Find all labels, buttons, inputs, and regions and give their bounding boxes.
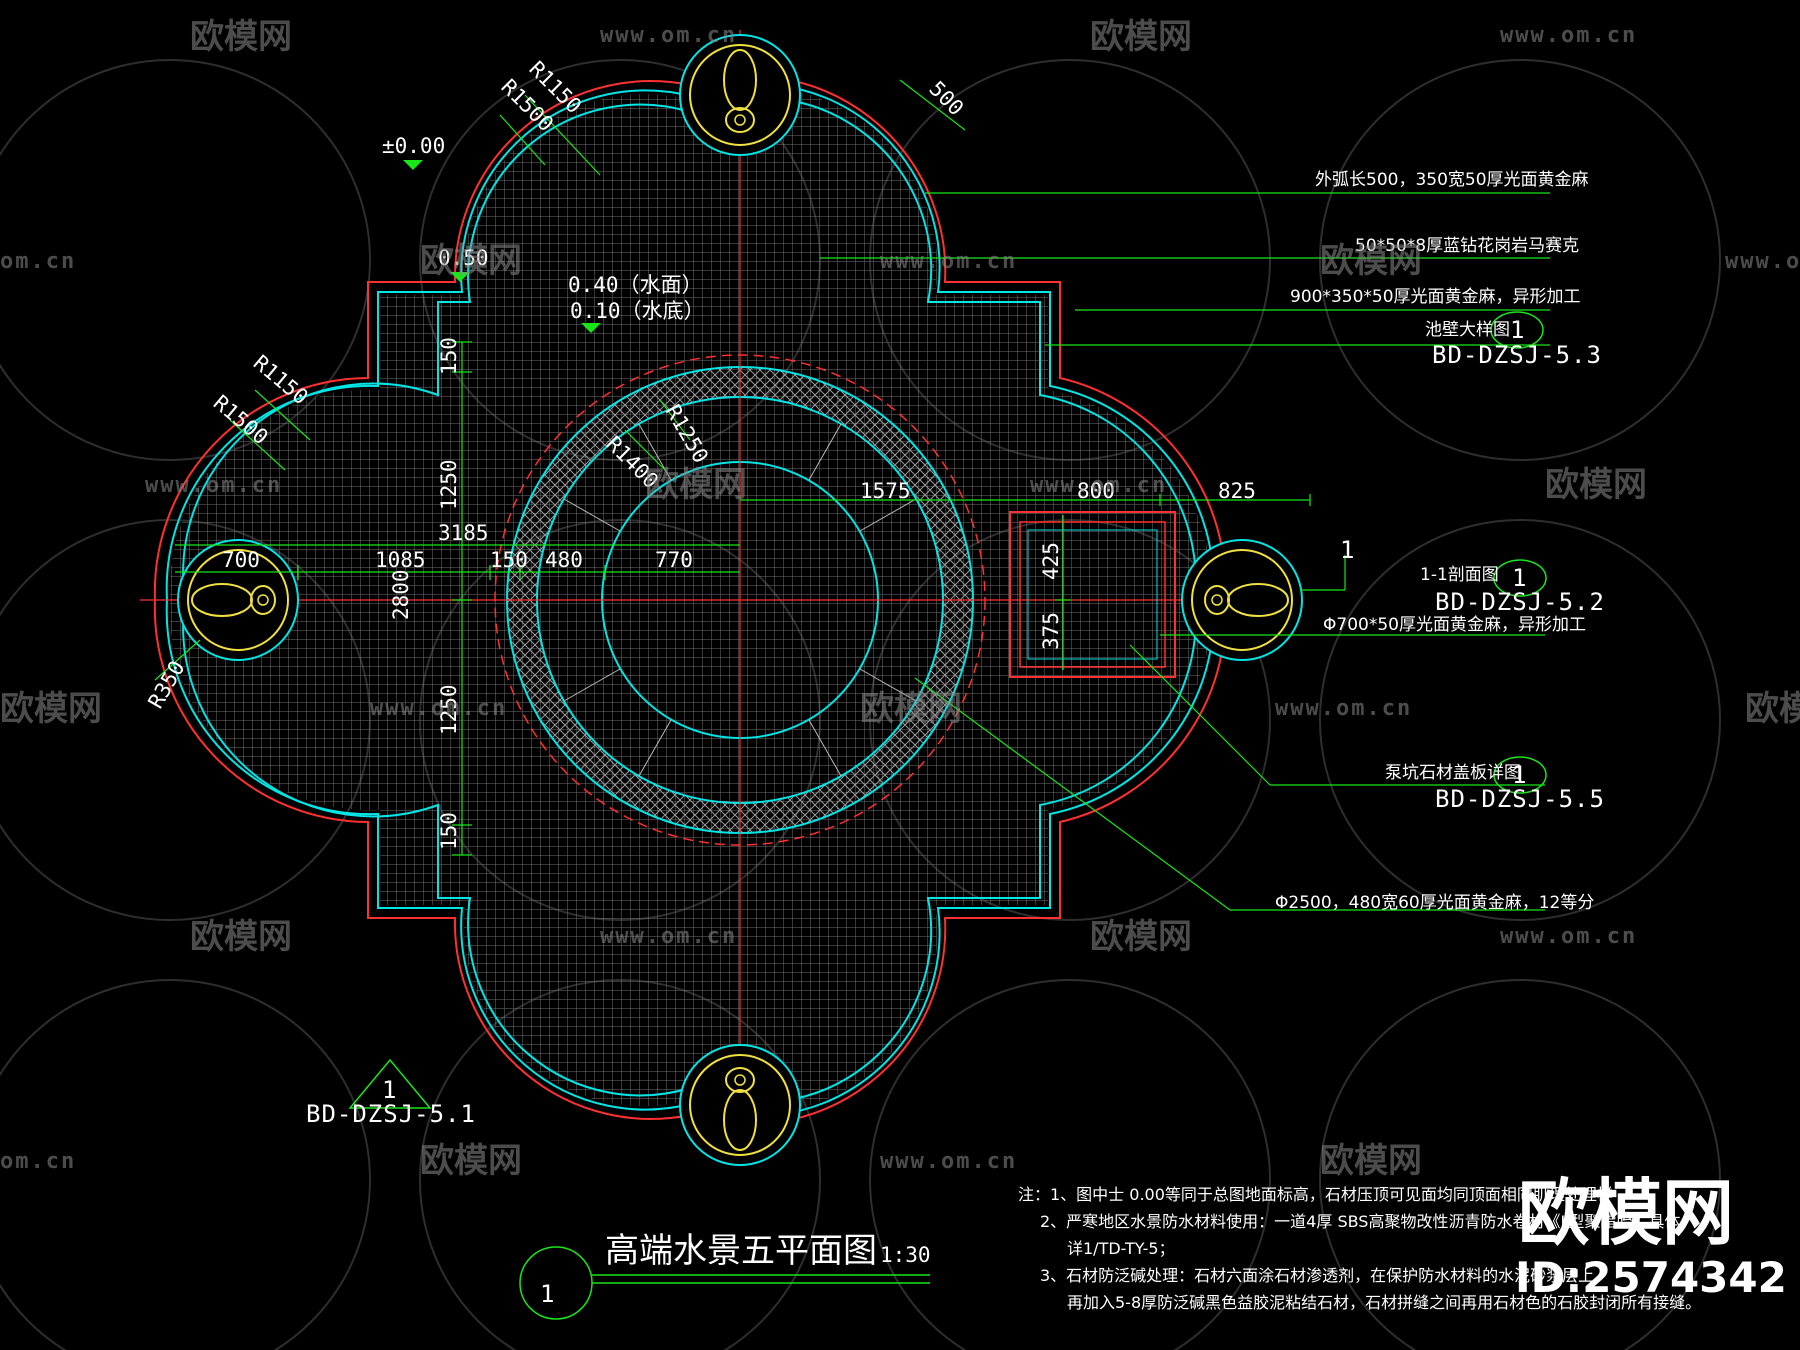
brand-name: 欧模网 [1518,1171,1734,1255]
svg-text:欧模网: 欧模网 [190,17,292,57]
elevation-markers [403,160,601,333]
fountain-bottom [679,1044,801,1166]
svg-text:www.om.cn: www.om.cn [600,924,737,949]
note-section: 1-1剖面图 [1420,565,1499,585]
fountain-left [177,539,299,661]
watermark-logos: 欧模网 www.om.cn 欧模网 www.om.cn om.cn 欧模网 ww… [0,17,1800,1181]
ref-wall-num: 1 [1510,316,1525,344]
dim-1085: 1085 [375,548,426,572]
ref-left-num: 1 [382,1076,397,1104]
dim-2800: 2800 [389,569,413,620]
note-wall-detail: 池壁大样图 [1425,320,1510,340]
svg-text:www.om.cn: www.om.cn [1500,23,1637,48]
elevation-edge: 0.50 [438,246,489,270]
radius-r1150-left: R1150 [249,350,313,409]
dim-1575: 1575 [860,479,911,503]
svg-text:欧模网: 欧模网 [1090,17,1192,57]
ref-pit-num: 1 [1512,761,1527,789]
svg-text:www.om.cn: www.om.cn [880,1149,1017,1174]
svg-text:www.om.cn: www.om.cn [1030,473,1167,498]
svg-text:om.cn: om.cn [0,249,76,274]
svg-text:欧模网: 欧模网 [860,689,962,729]
svg-text:欧模网: 欧模网 [0,689,102,729]
radius-r350: R350 [144,657,190,713]
pump-pit [1009,511,1176,678]
svg-text:欧模网: 欧模网 [420,1141,522,1181]
dim-770: 770 [655,548,693,572]
svg-text:欧模网: 欧模网 [645,465,747,505]
fountain-top [679,34,801,156]
drawing-scale: 1:30 [880,1243,931,1267]
ref-bubbles [348,311,1547,1320]
dim-800: 800 [1077,479,1115,503]
svg-text:欧模网: 欧模网 [1320,241,1422,281]
svg-text:www.om.cn: www.om.cn [370,696,507,721]
note-ring: Φ2500，480宽60厚光面黄金麻，12等分 [1275,893,1594,913]
dim-1250-top: 1250 [437,459,461,510]
dim-480: 480 [545,548,583,572]
note-line-1: 注：1、图中士 0.00等同于总图地面标高，石材压顶可见面均同顶面相同肌理处理样 [1018,1185,1613,1204]
drawing-number: 1 [540,1280,555,1308]
ref-pit: BD-DZSJ-5.5 [1435,785,1605,813]
drawing-title: 高端水景五平面图 [605,1231,877,1271]
svg-text:www.om.cn: www.om.cn [145,473,282,498]
ref-section-num: 1 [1512,564,1527,592]
note-pit: 泵坑石材盖板详图 [1385,763,1521,783]
note-mosaic: 50*50*8厚蓝钻花岗岩马赛克 [1355,235,1579,256]
dim-1250-bottom: 1250 [437,684,461,735]
svg-text:欧模网: 欧模网 [1745,689,1800,729]
svg-text:www.om.cn: www.om.cn [1275,696,1412,721]
dim-150-h: 150 [490,548,528,572]
dimension-lines [154,79,1346,856]
svg-text:欧模网: 欧模网 [190,917,292,957]
dim-500: 500 [924,77,968,121]
svg-text:欧模网: 欧模网 [1545,465,1647,505]
svg-text:www.om.cn: www.om.cn [1500,924,1637,949]
elevation-water-surface: 0.40（水面） [568,273,703,297]
note-line-2: 2、严寒地区水景防水材料使用：一道4厚 SBS高聚物改性沥青防水卷材《Ⅱ型聚酯胎… [1040,1212,1680,1231]
dim-150-top: 150 [437,337,461,375]
note-outer-arc: 外弧长500，350宽50厚光面黄金麻 [1315,170,1589,190]
elevation-water-bottom: 0.10（水底） [570,299,705,323]
fountain-right [1181,539,1303,661]
pool-plan [140,30,1303,1166]
ref-left: BD-DZSJ-5.1 [306,1100,476,1128]
brand-id: ID:2574342 [1515,1253,1787,1302]
svg-text:欧模网: 欧模网 [1320,1141,1422,1181]
svg-text:www.om.cn: www.om.cn [600,23,737,48]
ref-section: BD-DZSJ-5.2 [1435,588,1605,616]
svg-text:www.om.cn: www.om.cn [1725,249,1800,274]
note-line-5: 再加入5-8厚防泛碱黑色益胶泥粘结石材，石材拼缝之间再用石材色的石胶封闭所有接缝… [1067,1293,1701,1312]
dim-425: 425 [1039,542,1063,580]
svg-text:欧模网: 欧模网 [420,241,522,281]
svg-text:om.cn: om.cn [0,1149,76,1174]
leader-lines [820,192,1550,911]
note-pedestal: Φ700*50厚光面黄金麻，异形加工 [1323,615,1586,635]
note-line-3: 详1/TD-TY-5； [1067,1239,1175,1258]
elevation-ground: ±0.00 [382,134,445,158]
svg-text:www.om.cn: www.om.cn [880,249,1017,274]
dim-150-bottom: 150 [437,812,461,850]
dim-825: 825 [1218,479,1256,503]
dim-700: 700 [222,548,260,572]
note-panel: 900*350*50厚光面黄金麻，异形加工 [1290,287,1581,307]
note-line-4: 3、石材防泛碱处理：石材六面涂石材渗透剂，在保护防水材料的水泥砂浆层上， [1040,1266,1610,1285]
ref-wall: BD-DZSJ-5.3 [1432,341,1602,369]
dim-3185: 3185 [438,521,489,545]
svg-text:欧模网: 欧模网 [1090,917,1192,957]
section-mark: 1 [1340,536,1355,564]
dim-375: 375 [1039,612,1063,650]
